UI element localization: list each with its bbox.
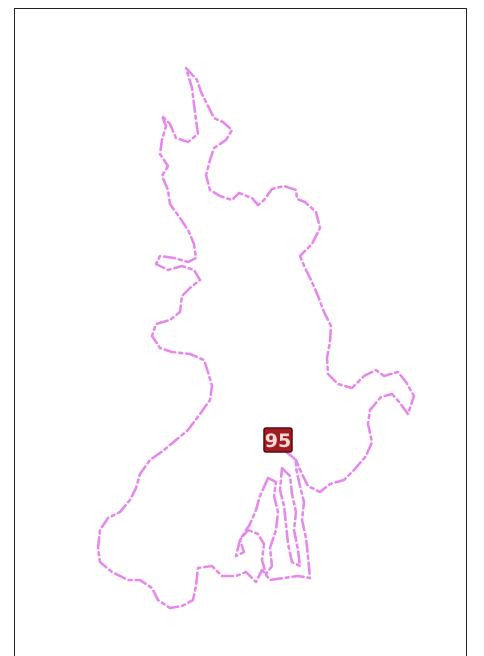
region-boundary-notch [284, 450, 302, 472]
map-frame [14, 8, 467, 656]
route-shield-95[interactable]: 95 [263, 427, 293, 453]
route-shield-label: 95 [265, 430, 291, 452]
inner-region-boundary [234, 466, 302, 576]
route-shield-icon [263, 427, 293, 453]
region-boundary [96, 66, 416, 610]
